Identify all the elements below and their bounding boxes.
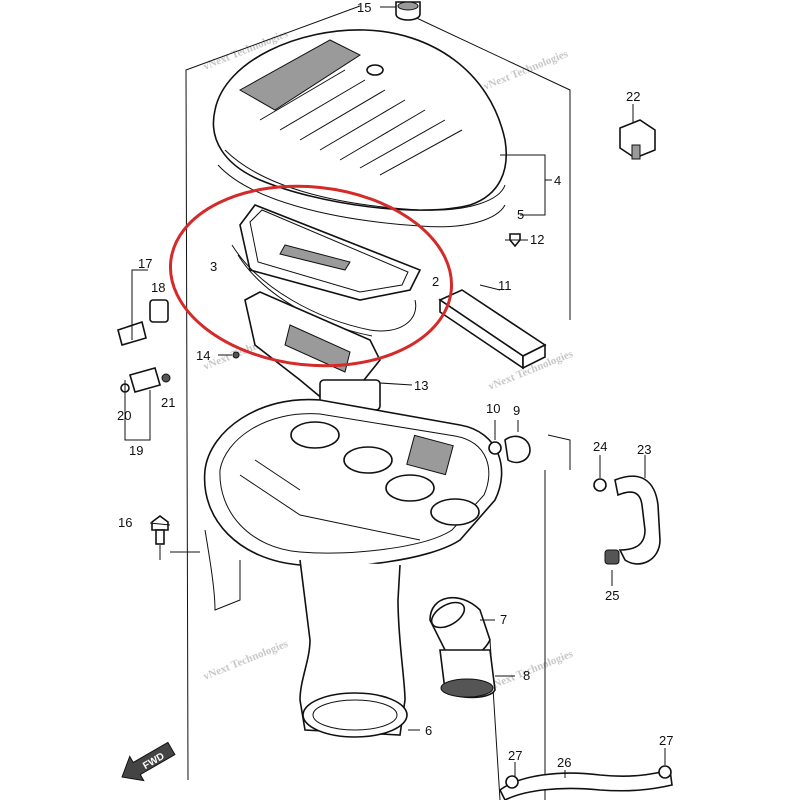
callout-21: 21 xyxy=(161,395,175,410)
watermark: vNext Technologies xyxy=(202,638,291,683)
callout-24: 24 xyxy=(593,439,607,454)
callout-23: 23 xyxy=(637,442,651,457)
air-cleaner-case xyxy=(203,398,503,738)
fwd-arrow: FWD xyxy=(121,741,176,782)
callout-7: 7 xyxy=(500,612,507,627)
callout-8: 8 xyxy=(523,668,530,683)
callout-12: 12 xyxy=(530,232,544,247)
callout-17: 17 xyxy=(138,256,152,271)
drain-hose xyxy=(498,765,673,800)
callout-27-left: 27 xyxy=(508,748,522,763)
elbow-hose xyxy=(429,596,496,699)
bolt-part xyxy=(151,515,169,545)
callout-3: 3 xyxy=(210,259,217,274)
element-frame xyxy=(231,204,422,337)
callout-9: 9 xyxy=(513,403,520,418)
leader-lines xyxy=(149,154,666,778)
callout-6: 6 xyxy=(425,723,432,738)
highlight-circle xyxy=(168,184,454,368)
callout-11: 11 xyxy=(498,278,512,293)
fitting-parts xyxy=(120,367,171,441)
lower-duct xyxy=(244,291,381,411)
bracket-parts xyxy=(117,269,169,346)
callout-4: 4 xyxy=(554,173,561,188)
breather-hose xyxy=(593,475,661,565)
callout-16: 16 xyxy=(118,515,132,530)
foam-strip xyxy=(438,289,547,370)
callout-15: 15 xyxy=(357,0,371,15)
callout-19: 19 xyxy=(129,443,143,458)
sensor-part xyxy=(619,104,656,160)
air-cleaner-cap xyxy=(212,29,507,228)
callout-18: 18 xyxy=(151,280,165,295)
callout-numbers: 15 22 4 5 12 3 2 17 18 11 14 13 21 20 19… xyxy=(117,0,673,770)
callout-14: 14 xyxy=(196,348,210,363)
callout-22: 22 xyxy=(626,89,640,104)
callout-5: 5 xyxy=(517,207,524,222)
watermark: vNext Technologies xyxy=(487,648,576,693)
callout-20: 20 xyxy=(117,408,131,423)
fwd-label: FWD xyxy=(141,751,166,772)
cap-parts xyxy=(488,435,531,464)
callout-27-right: 27 xyxy=(659,733,673,748)
callout-26: 26 xyxy=(557,755,571,770)
callout-13: 13 xyxy=(414,378,428,393)
plug-part xyxy=(380,1,421,21)
callout-25: 25 xyxy=(605,588,619,603)
callout-2: 2 xyxy=(432,274,439,289)
callout-10: 10 xyxy=(486,401,500,416)
